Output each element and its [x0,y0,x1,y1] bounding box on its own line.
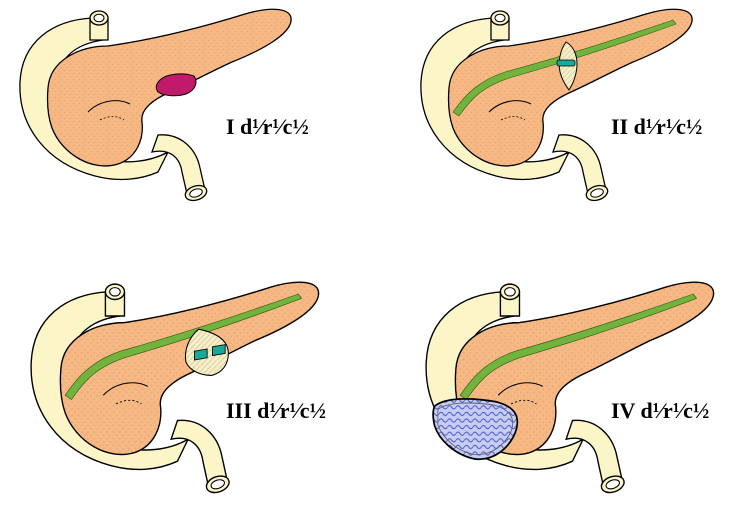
panel-4-diagram [426,282,714,495]
grade-4-label: IV d¹⁄r¹⁄c½ [611,400,709,422]
grade-2-label: II d¹⁄r¹⁄c½ [611,116,702,138]
duct-stump-proximal [194,349,207,360]
duct-segment-intact [557,60,575,66]
panel-2-diagram [421,9,692,203]
panel-3-diagram [31,282,319,495]
grade-3-label: III d¹⁄r¹⁄c½ [226,400,326,422]
grade-1-label: I d¹⁄r¹⁄c½ [226,116,309,138]
duct-stump-distal [212,345,225,356]
panel-1-diagram [20,9,291,203]
